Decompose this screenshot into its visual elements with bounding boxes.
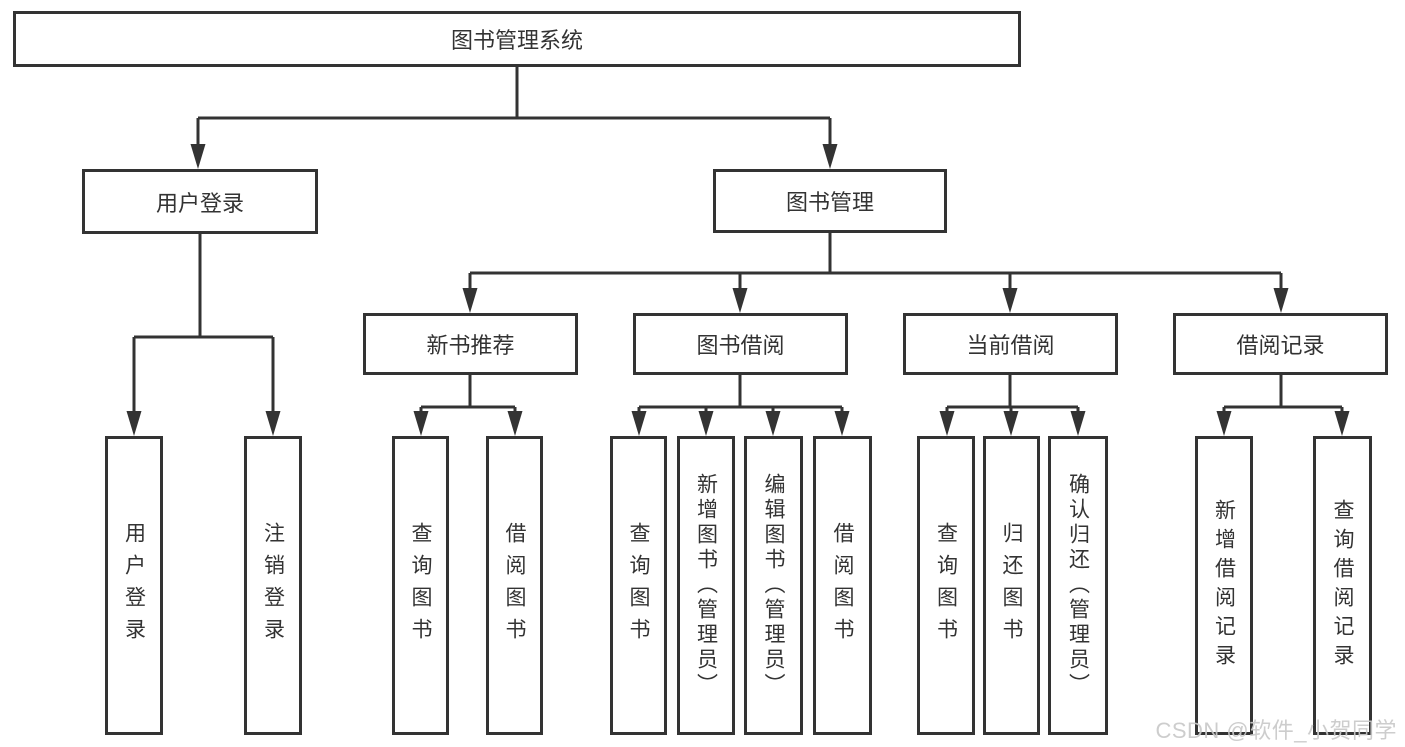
node-label: 借阅记录 xyxy=(1236,333,1325,358)
leaf-query-books-recommend: 查询图书 xyxy=(392,436,449,735)
leaf-return-books: 归还图书 xyxy=(983,436,1040,735)
leaf-edit-books-admin: 编辑图书（管理员） xyxy=(744,436,803,735)
node-label: 查询借阅记录 xyxy=(1331,498,1354,673)
node-label: 当前借阅 xyxy=(966,333,1055,358)
leaf-borrow-books-borrowing: 借阅图书 xyxy=(813,436,872,735)
leaf-add-borrow-record: 新增借阅记录 xyxy=(1195,436,1253,735)
node-label: 用户登录 xyxy=(155,190,244,216)
node-label: 查询图书 xyxy=(934,521,958,650)
leaf-confirm-return-admin: 确认归还（管理员） xyxy=(1048,436,1108,735)
node-label: 归还图书 xyxy=(1000,521,1023,650)
node-label: 图书借阅 xyxy=(696,333,785,358)
node-label: 注销登录 xyxy=(261,521,285,650)
node-library-management-system: 图书管理系统 xyxy=(13,11,1021,67)
node-label: 借阅图书 xyxy=(831,521,854,650)
node-label: 查询图书 xyxy=(627,521,650,650)
node-current-borrowing: 当前借阅 xyxy=(903,313,1118,375)
leaf-query-borrow-record: 查询借阅记录 xyxy=(1313,436,1372,735)
leaf-borrow-books-recommend: 借阅图书 xyxy=(486,436,543,735)
node-label: 查询图书 xyxy=(409,521,432,650)
node-label: 确认归还（管理员） xyxy=(1066,473,1090,698)
node-label: 图书管理系统 xyxy=(450,28,583,53)
node-borrow-records: 借阅记录 xyxy=(1173,313,1388,375)
node-book-management: 图书管理 xyxy=(713,169,947,233)
leaf-user-login: 用户登录 xyxy=(105,436,163,735)
leaf-query-books-borrowing: 查询图书 xyxy=(610,436,667,735)
node-label: 图书管理 xyxy=(785,190,874,215)
node-book-borrowing: 图书借阅 xyxy=(633,313,848,375)
node-label: 编辑图书（管理员） xyxy=(762,473,785,698)
node-label: 新增借阅记录 xyxy=(1212,498,1236,673)
node-label: 借阅图书 xyxy=(503,521,526,650)
node-label: 新书推荐 xyxy=(426,333,515,358)
csdn-watermark: CSDN @软件_小贺同学 xyxy=(1155,718,1397,743)
leaf-query-books-current: 查询图书 xyxy=(917,436,975,735)
node-user-login: 用户登录 xyxy=(82,169,318,234)
leaf-logout: 注销登录 xyxy=(244,436,302,735)
node-label: 新增图书（管理员） xyxy=(694,473,718,698)
leaf-add-books-admin: 新增图书（管理员） xyxy=(677,436,735,735)
node-new-book-recommend: 新书推荐 xyxy=(363,313,578,375)
node-label: 用户登录 xyxy=(122,521,146,650)
